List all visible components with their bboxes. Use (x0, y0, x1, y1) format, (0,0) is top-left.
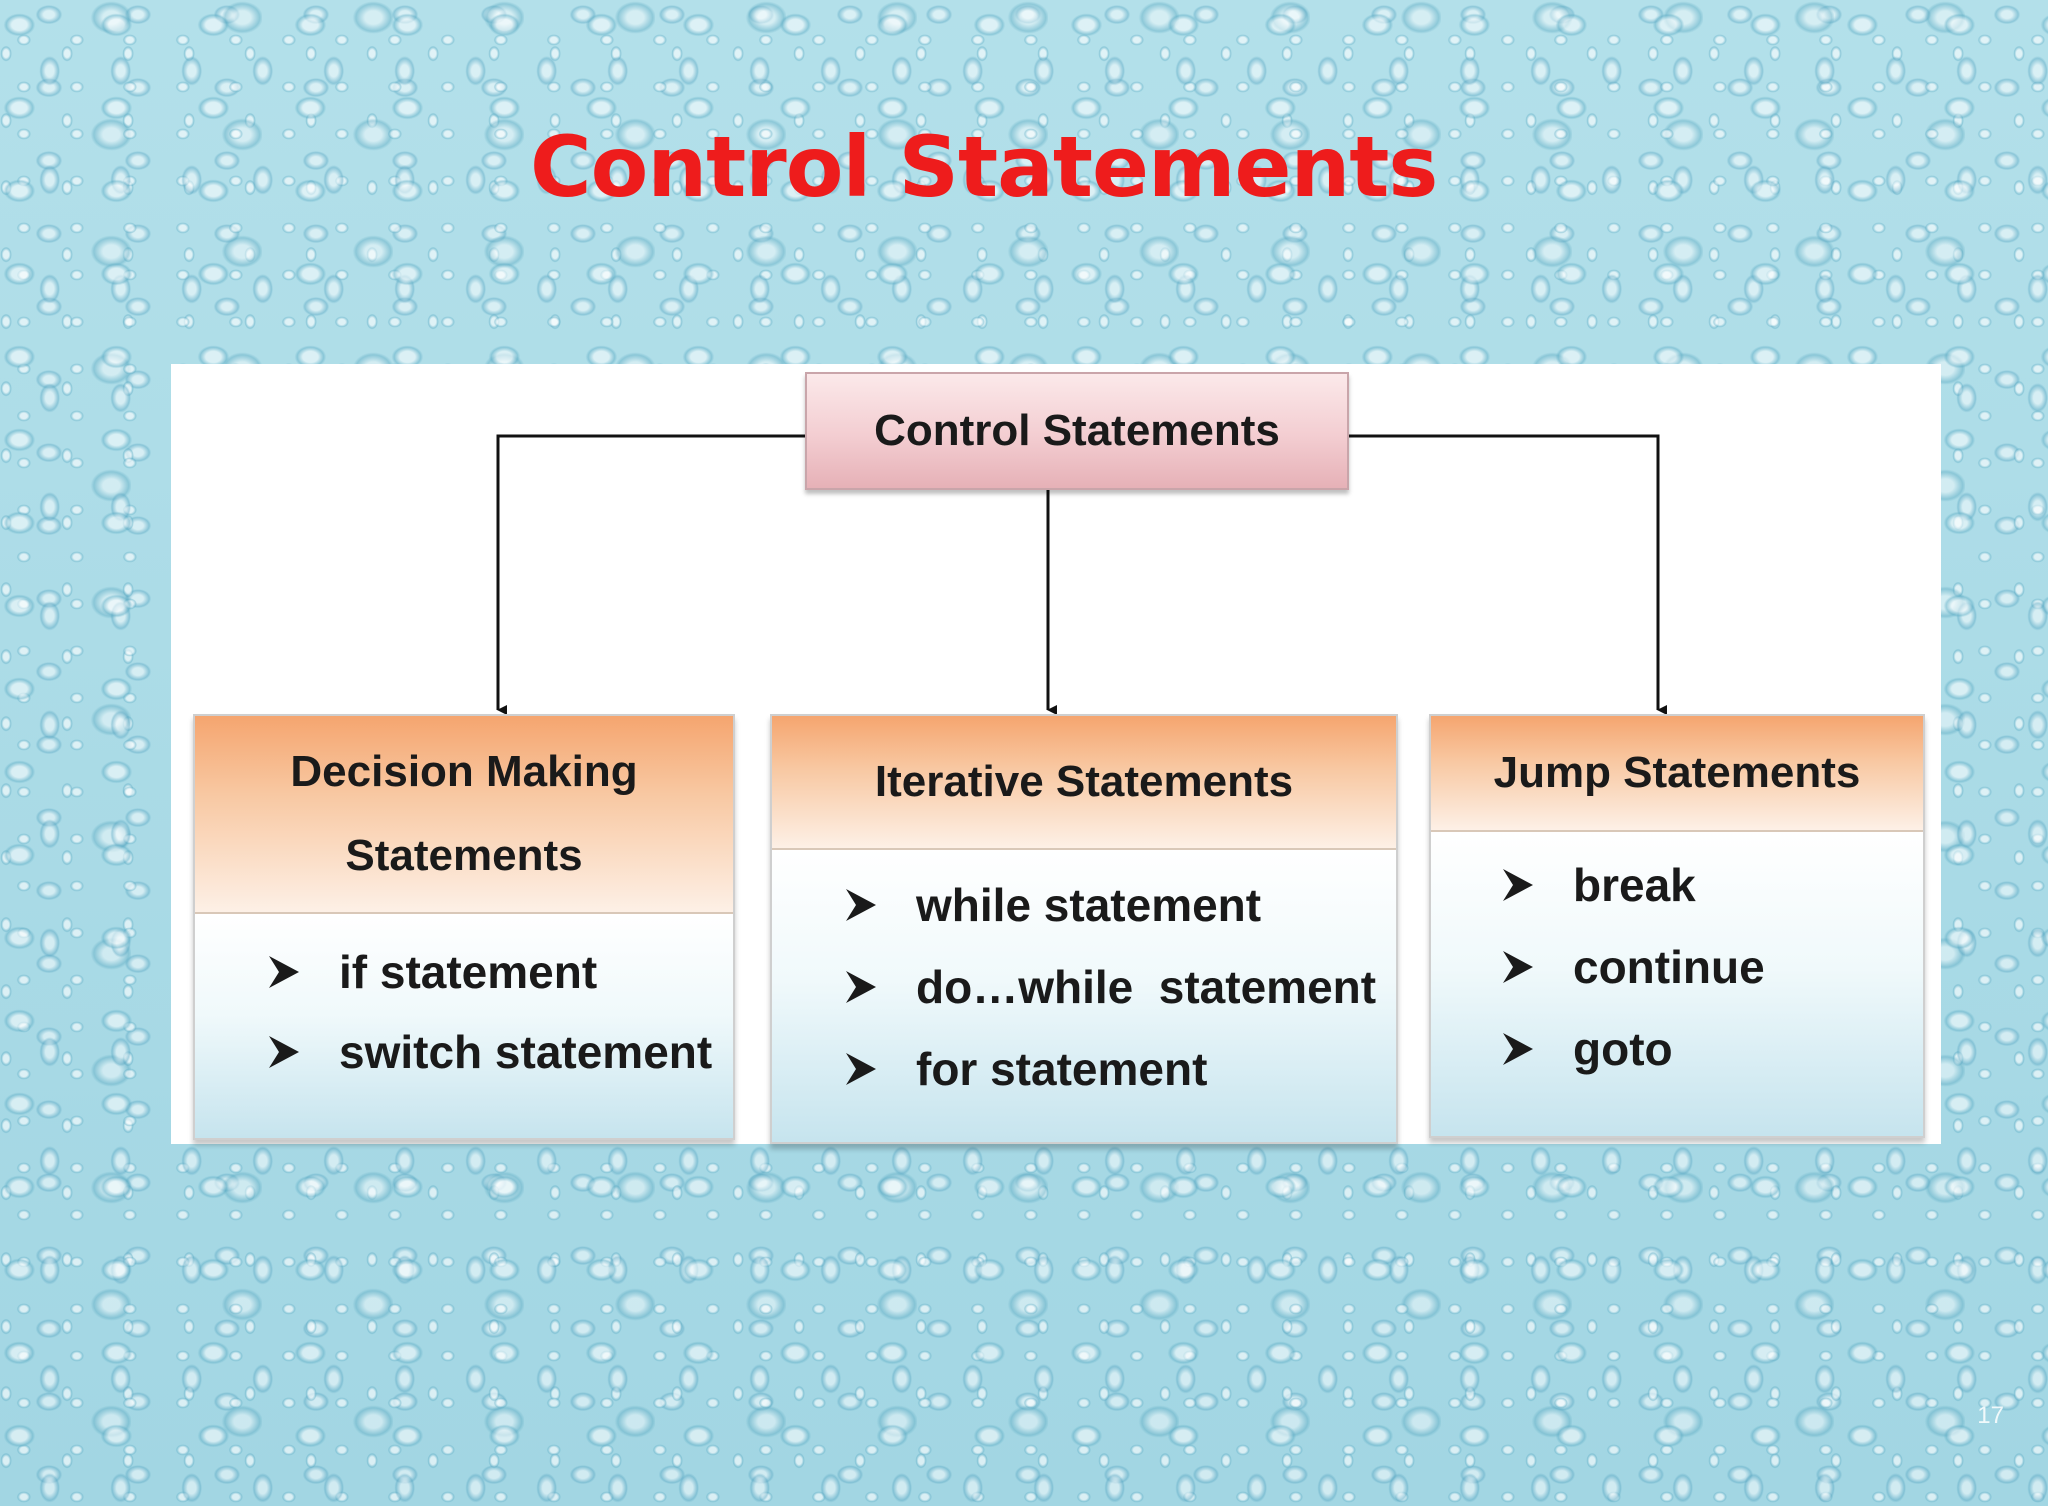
list-item: do…while statement (844, 946, 1396, 1028)
list-item-label: for statement (916, 1043, 1208, 1095)
arrow-bullet-icon (844, 1049, 890, 1089)
list-item-label: break (1573, 859, 1696, 911)
arrow-bullet-icon (267, 952, 313, 992)
category-body: while statement do…while statement for s… (772, 850, 1396, 1142)
arrow-bullet-icon (844, 885, 890, 925)
list-item-label: switch statement (339, 1026, 713, 1078)
connector-lines (496, 434, 1667, 715)
category-heading-line: Decision Making (290, 747, 638, 796)
root-node: Control Statements (805, 372, 1349, 490)
arrow-bullet-icon (1501, 1029, 1547, 1069)
arrow-bullet-icon (1501, 947, 1547, 987)
category-iterative: Iterative Statements while statement do…… (770, 714, 1398, 1144)
control-statements-diagram: Control Statements Decision Making State… (171, 364, 1941, 1144)
list-item: if statement (267, 932, 733, 1012)
category-decision-making: Decision Making Statements if statement … (193, 714, 735, 1140)
category-heading: Decision Making Statements (195, 716, 733, 914)
list-item: switch statement (267, 1012, 733, 1092)
slide-number: 17 (1977, 1402, 2004, 1429)
connector-to-decision-making (496, 434, 805, 715)
arrow-bullet-icon (844, 967, 890, 1007)
category-body: if statement switch statement (195, 914, 733, 1138)
arrow-bullet-icon (267, 1032, 313, 1072)
category-heading-line: Jump Statements (1493, 748, 1861, 797)
slide-title: Control Statements (530, 118, 1438, 216)
category-heading-line: Iterative Statements (874, 757, 1294, 806)
list-item: continue (1501, 926, 1923, 1008)
category-body: break continue goto (1431, 832, 1923, 1136)
list-item-label: continue (1573, 941, 1765, 993)
list-item: break (1501, 844, 1923, 926)
statement-list: break continue goto (1501, 844, 1923, 1090)
list-item: goto (1501, 1008, 1923, 1090)
category-heading: Jump Statements (1431, 716, 1923, 832)
list-item: while statement (844, 864, 1396, 946)
arrow-bullet-icon (1501, 865, 1547, 905)
list-item-label: goto (1573, 1023, 1673, 1075)
statement-list: while statement do…while statement for s… (844, 864, 1396, 1110)
category-jump: Jump Statements break continue (1429, 714, 1925, 1138)
list-item-label: while statement (916, 879, 1262, 931)
list-item: for statement (844, 1028, 1396, 1110)
list-item-label: do…while statement (916, 961, 1377, 1013)
connector-to-jump (1349, 434, 1667, 715)
category-heading: Iterative Statements (772, 716, 1396, 850)
category-heading-line: Statements (345, 831, 583, 880)
statement-list: if statement switch statement (267, 932, 733, 1092)
list-item-label: if statement (339, 946, 598, 998)
